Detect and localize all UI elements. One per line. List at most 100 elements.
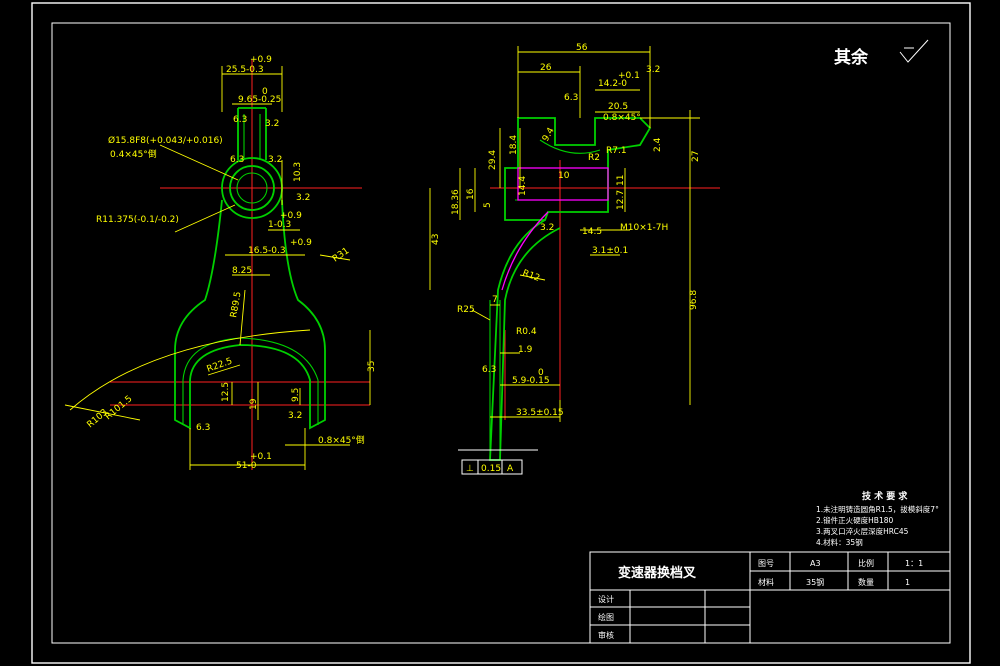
hole-highlight (517, 167, 609, 201)
outer-frame (31, 2, 971, 664)
right-dim-7: 7 (492, 295, 498, 305)
inner-frame (51, 22, 951, 644)
left-dim-35: 35 (367, 361, 377, 372)
roughness-symbol-icon (899, 39, 929, 63)
right-dim-5_9-tol: 0 (538, 368, 544, 378)
draw-label: 绘图 (598, 612, 614, 622)
hub-hole (236, 172, 268, 204)
drawing-no: A3 (810, 559, 821, 568)
left-ra-b: 3.2 (265, 119, 279, 129)
left-dim-25_5-tol: +0.9 (250, 55, 272, 65)
right-ra-d: 6.3 (482, 365, 496, 375)
right-dim-20_5: 20.5 (608, 102, 628, 112)
left-dim-16_5-tol: +0.9 (290, 238, 312, 248)
right-ra-c: 3.2 (540, 223, 554, 233)
right-slot-arc (539, 139, 601, 154)
right-r04: R0.4 (516, 327, 537, 337)
left-dim-1: 1-0.3 (268, 220, 291, 230)
left-dim-9_5: 9.5 (291, 388, 301, 402)
right-r2: R2 (588, 153, 600, 163)
left-dim-10_3: 10.3 (293, 162, 303, 182)
left-ra-c: 6.3 (230, 155, 244, 165)
right-dim-16: 16 (466, 188, 476, 200)
hub-mid (229, 165, 275, 211)
left-ra-e: 3.2 (296, 193, 310, 203)
part-name: 变速器换档叉 (618, 565, 697, 581)
fork-body (174, 199, 326, 430)
stem-lines (489, 300, 501, 460)
gdt-value: 0.15 (481, 464, 501, 474)
left-dim-51-tol: +0.1 (250, 452, 272, 462)
right-dim-1_9: 1.9 (518, 345, 533, 355)
left-hole-dim: Ø15.8F8(+0.043/+0.016) (108, 135, 223, 146)
right-dim-11: 11 (616, 175, 626, 186)
right-dim-56: 56 (576, 43, 588, 53)
right-dim-3_1: 3.1±0.1 (592, 246, 628, 256)
left-dim-9_65-tol: 0 (262, 87, 268, 97)
upper-arm (237, 107, 267, 160)
left-dim-51: 51-0 (236, 461, 257, 471)
left-dim-25_5: 25.5-0.3 (226, 65, 264, 75)
right-ra-b: 3.2 (646, 65, 660, 75)
review-label: 审核 (598, 630, 614, 640)
right-dim-33_5: 33.5±0.15 (516, 408, 564, 418)
right-r12: R12 (521, 268, 541, 283)
right-dim-96_8: 96.8 (689, 290, 699, 310)
upper-arm-inner (243, 114, 261, 160)
right-dim-14_4: 14.4 (518, 176, 528, 196)
gdt-datum: A (507, 464, 514, 474)
roughness-note: 其余 (834, 47, 869, 68)
left-r31: R31 (331, 246, 351, 264)
left-ra-g: 3.2 (288, 411, 302, 421)
left-ra-d: 3.2 (268, 155, 282, 165)
right-head (504, 117, 652, 221)
right-r7: R7.1 (606, 146, 627, 156)
tech-requirements: 技 术 要 求 1.未注明铸造圆角R1.5，拔模斜度7° 2.锻件正火硬度HB1… (816, 490, 939, 547)
left-dim-19: 19 (249, 398, 259, 410)
left-r22: R22.5 (206, 356, 234, 374)
tech-req-item-3: 3.两叉口淬火层深度HRC45 (816, 526, 909, 536)
scale-value: 1：1 (905, 559, 923, 568)
left-chamfer-dim: 0.4×45°倒 (110, 148, 157, 160)
right-dim-27: 27 (691, 151, 701, 162)
right-dim-2_4: 2.4 (653, 137, 663, 152)
left-r-big-dim: R11.375(-0.1/-0.2) (96, 215, 179, 225)
stem-highlight (501, 211, 549, 291)
design-label: 设计 (598, 594, 614, 604)
left-r89: R89.5 (229, 291, 243, 319)
tech-req-item-2: 2.锻件正火硬度HB180 (816, 515, 893, 525)
left-chamfer2: 0.8×45°倒 (318, 434, 365, 446)
left-dim-16_5: 16.5-0.3 (248, 246, 286, 256)
tech-req-title: 技 术 要 求 (862, 490, 908, 502)
left-dim-12_5: 12.5 (221, 382, 231, 402)
gdt-symbol: ⊥ (466, 464, 474, 474)
right-dim-5_9: 5.9-0.15 (512, 376, 550, 386)
right-dim-10: 10 (558, 171, 570, 181)
radius-arc-r101 (69, 329, 311, 411)
quantity-label: 数量 (858, 577, 874, 587)
left-dim-8_25: 8.25 (232, 266, 252, 276)
tech-req-item-1: 1.未注明铸造圆角R1.5，拔模斜度7° (816, 504, 939, 514)
quantity-value: 1 (905, 578, 910, 587)
material-value: 35钢 (806, 577, 824, 587)
scale-label: 比例 (858, 558, 874, 568)
left-dim-9_65: 9.65-0.25 (238, 95, 281, 105)
right-dim-26: 26 (540, 63, 552, 73)
right-ra-a: 6.3 (564, 93, 578, 103)
right-view: ⊥ 0.15 A 56 26 14.2-0 +0.1 20.5 0.8×45° … (429, 43, 720, 475)
right-dim-18_4: 18.4 (509, 135, 519, 155)
right-dim-12_7: 12.7 (616, 190, 626, 210)
right-dim-18_36: 18.36 (451, 189, 461, 215)
right-dim-14_5: 14.5 (582, 227, 602, 237)
left-ra-f: 6.3 (196, 423, 210, 433)
right-dim-29_4: 29.4 (488, 150, 498, 170)
right-dim-43: 43 (431, 234, 441, 245)
tech-req-item-4: 4.材料：35钢 (816, 537, 863, 547)
left-dim-1-tol: +0.9 (280, 211, 302, 221)
right-dim-14_2: 14.2-0 (598, 79, 627, 89)
left-ra-a: 6.3 (233, 115, 247, 125)
title-block: 变速器换档叉 图号 A3 比例 1：1 材料 35钢 数量 1 设计 绘图 审核 (589, 551, 951, 644)
drawing-no-label: 图号 (758, 559, 774, 568)
gdt-frame (461, 459, 523, 475)
